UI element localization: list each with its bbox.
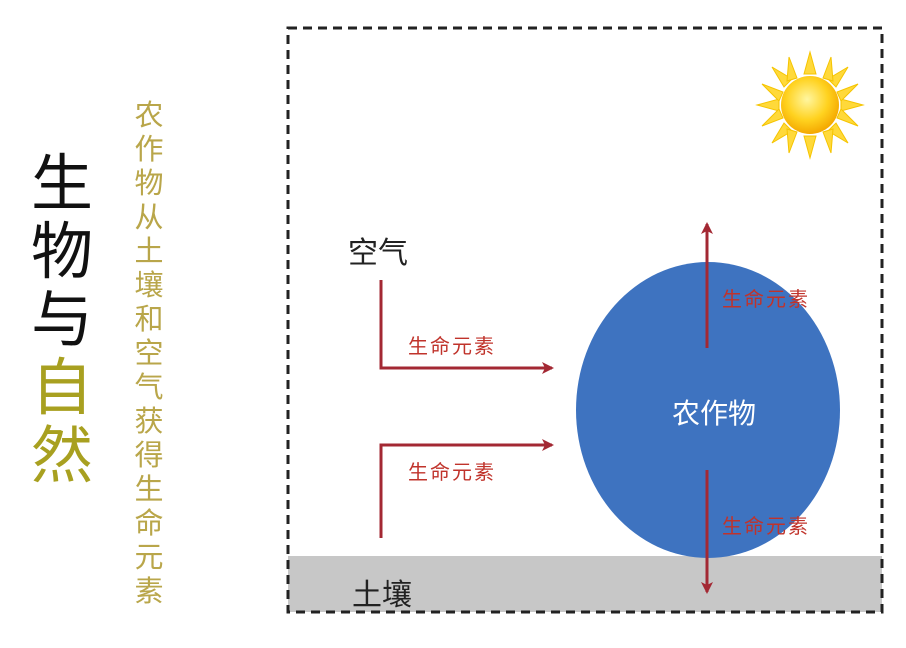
crop-label: 农作物 [671, 397, 756, 430]
crop-circle [576, 262, 840, 558]
dashed-frame [286, 26, 884, 614]
soil-label: 土壤 [352, 578, 412, 613]
element-label-down: 生命元素 [722, 514, 810, 538]
title-char-1: 生 [30, 147, 93, 220]
element-label-soil: 生命元素 [408, 460, 496, 484]
air-arrow [379, 280, 554, 374]
title-char-4: 自 [30, 351, 93, 424]
title-char-3: 与 [30, 283, 93, 356]
soil-band [288, 556, 882, 612]
element-label-air: 生命元素 [408, 334, 496, 358]
title-char-2: 物 [30, 215, 93, 288]
soil-arrow [379, 439, 554, 538]
element-label-up: 生命元素 [722, 287, 810, 311]
air-label: 空气 [348, 236, 408, 271]
vertical-subtitle: 农作物从土壤和空气获得生命元素 [134, 98, 164, 608]
main-title: 生 物 与 自 然 [22, 150, 102, 490]
sun-icon [755, 50, 865, 160]
title-char-5: 然 [30, 419, 93, 492]
